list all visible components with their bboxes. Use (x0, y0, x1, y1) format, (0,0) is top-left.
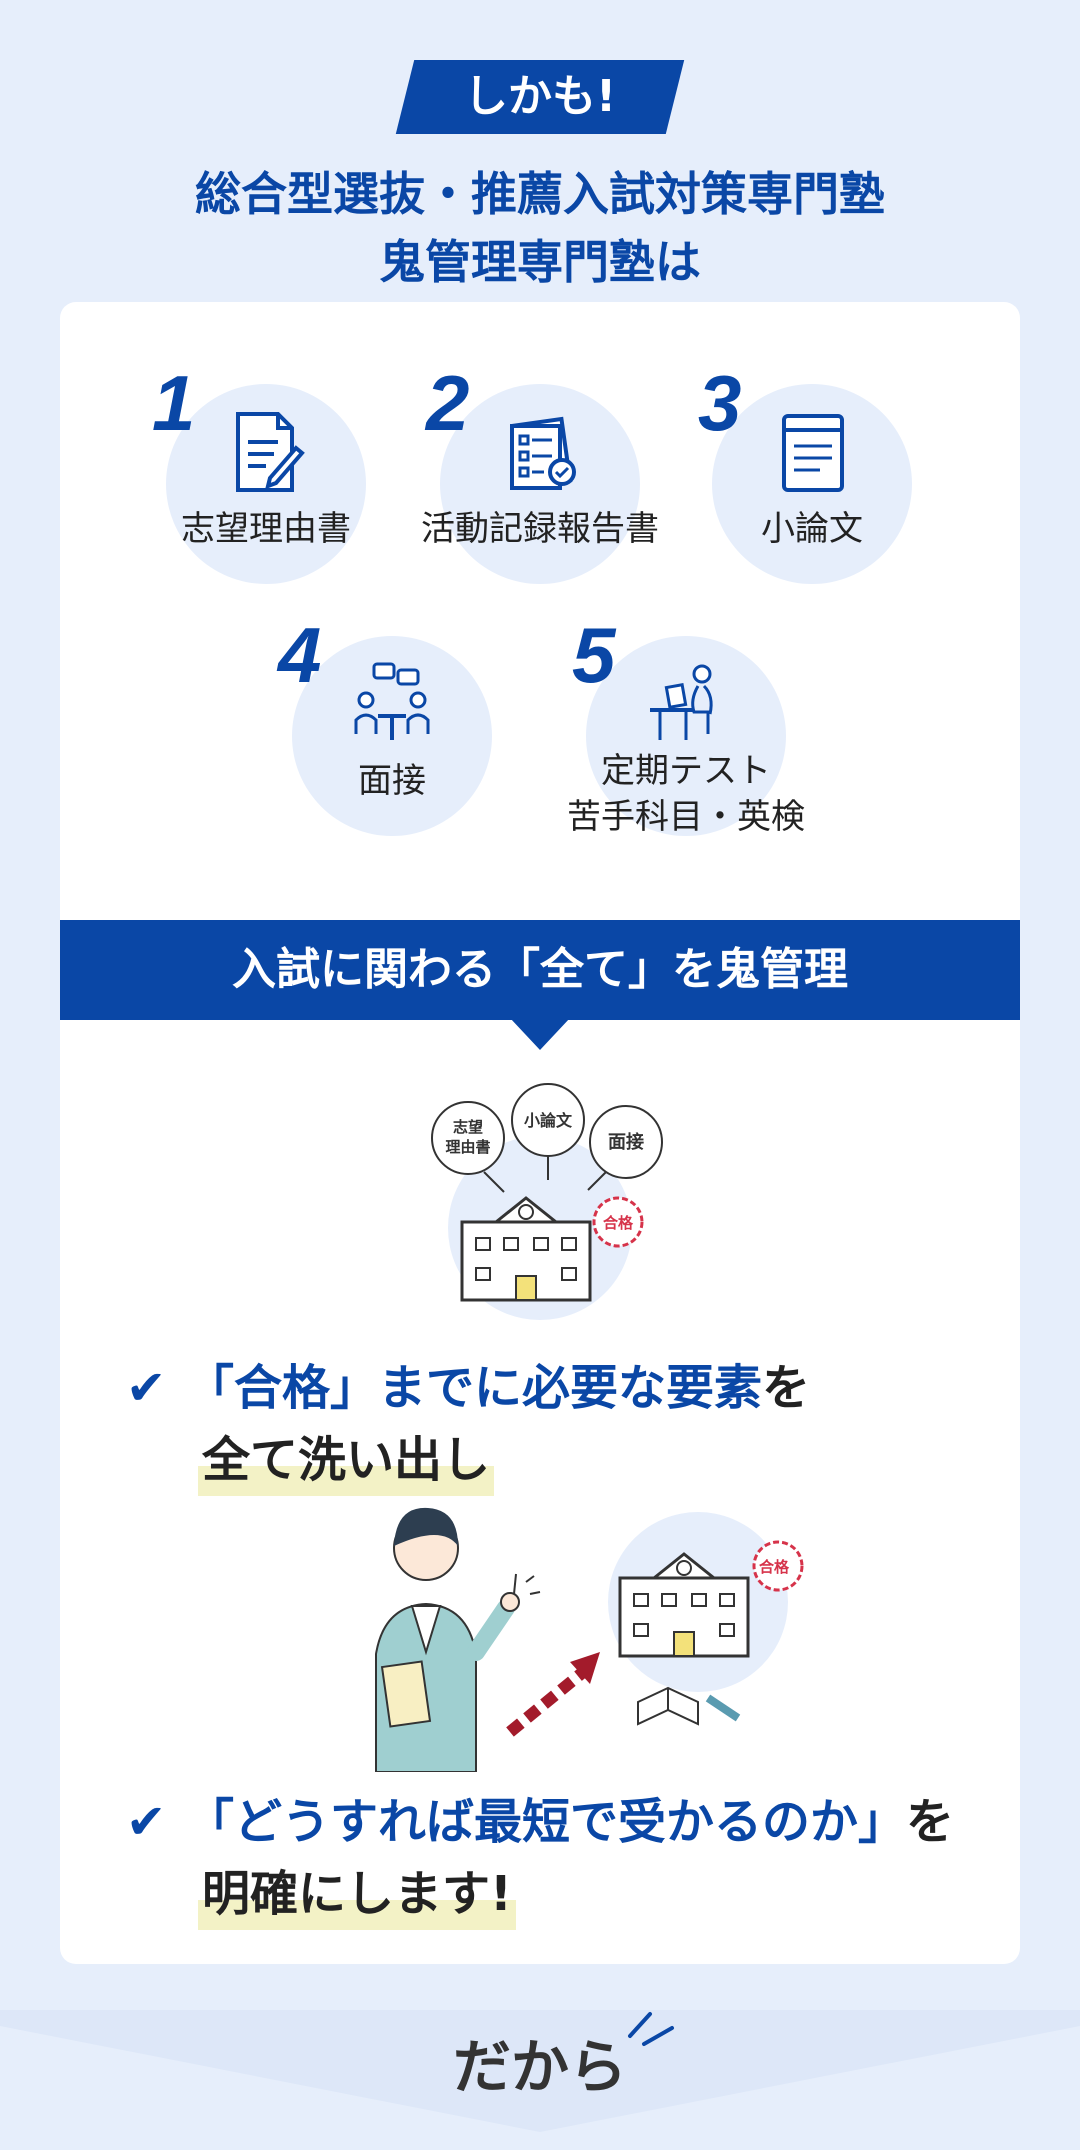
footer-text: だから (452, 2033, 627, 2101)
check-item-2: ✔ 「どうすれば最短で受かるのか」を 明確にします! (126, 1786, 954, 1930)
svg-text:志望: 志望 (453, 1118, 483, 1136)
feature-label: 面接 (358, 761, 426, 801)
pass-stamp-text: 合格 (758, 1558, 789, 1576)
banner-pointer (510, 1018, 570, 1050)
notebook-icon (782, 414, 844, 492)
intro-badge: しかも! (405, 60, 675, 134)
headline-line1: 総合型選抜・推薦入試対策専門塾 (195, 167, 885, 221)
feature-2: 2 活動記録報告書 (421, 359, 659, 584)
feature-number: 1 (152, 359, 196, 447)
feature-label: 志望理由書 (181, 509, 351, 549)
svg-text:小論文: 小論文 (524, 1111, 573, 1130)
feature-label-line2: 苦手科目・英検 (567, 797, 805, 837)
feature-1: 1 志望理由書 (152, 359, 366, 584)
badge-text: しかも! (463, 71, 617, 122)
check2-particle: を (906, 1794, 955, 1850)
checkmark-icon: ✔ (126, 1360, 167, 1416)
check2-highlight-text: 「どうすれば最短で受かるのか」 (186, 1794, 907, 1850)
document-pen-icon (236, 412, 305, 492)
check1-highlight-text: 「合格」までに必要な要素 (186, 1360, 763, 1416)
feature-4: 4 面接 (278, 611, 492, 836)
check2-line2: 明確にします! (198, 1858, 516, 1930)
main-banner: 入試に関わる「全て」を鬼管理 (60, 920, 1020, 1020)
checkmark-icon: ✔ (126, 1794, 167, 1850)
feature-label-multiline: 定期テスト 苦手科目・英検 (506, 748, 866, 840)
desk-study-icon (650, 664, 713, 740)
feature-label: 活動記録報告書 (421, 509, 659, 549)
feature-number: 3 (698, 359, 742, 447)
check-item-1: ✔ 「合格」までに必要な要素を 全て洗い出し (126, 1352, 810, 1496)
badge-wrap: しかも! (0, 60, 1080, 134)
headline: 総合型選抜・推薦入試対策専門塾 鬼管理専門塾は (0, 160, 1080, 296)
svg-text:合格: 合格 (602, 1214, 634, 1232)
feature-label: 小論文 (761, 509, 863, 549)
feature-3: 3 小論文 (698, 359, 912, 584)
content-card: 1 志望理由書 2 活動記録報告書 3 (60, 302, 1020, 1964)
check1-line2: 全て洗い出し (198, 1424, 495, 1496)
feature-number: 2 (426, 359, 470, 447)
bottom-chevron-shape (0, 2010, 1080, 2150)
headline-line2: 鬼管理専門塾は (379, 235, 701, 289)
school-requirements-illustration: 志望 理由書 小論文 面接 合格 (431, 1083, 663, 1320)
check1-particle: を (762, 1360, 811, 1416)
checklist-report-icon (510, 416, 576, 490)
feature-label-line1: 定期テスト (601, 751, 771, 791)
feature-5: 5 定期テスト 苦手科目・英検 (567, 611, 805, 837)
feature-number: 5 (572, 611, 616, 699)
interview-icon (354, 662, 430, 740)
teacher-school-illustration (375, 1507, 804, 1772)
feature-number: 4 (278, 611, 322, 699)
svg-text:面接: 面接 (608, 1131, 644, 1153)
emphasis-lines-icon (628, 2012, 674, 2046)
svg-text:理由書: 理由書 (445, 1138, 490, 1156)
